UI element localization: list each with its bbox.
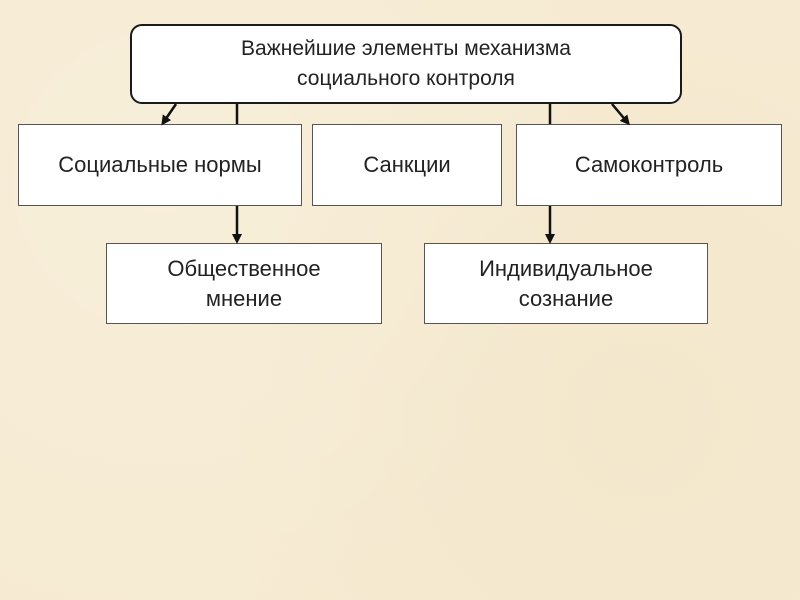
- sanctions-label: Санкции: [363, 152, 451, 177]
- individual-consciousness-box: Индивидуальное сознание: [424, 243, 708, 324]
- arrow-root-to-self-control-side: [611, 103, 630, 126]
- self-control-label: Самоконтроль: [574, 152, 724, 177]
- public-opinion-label: Общественное мнение: [167, 255, 321, 311]
- self-control-box: Самоконтроль: [516, 124, 782, 206]
- root-label: Важнейшие элементы механизма социального…: [241, 37, 571, 90]
- social-norms-box: Социальные нормы: [18, 124, 302, 206]
- social-norms-label: Социальные нормы: [58, 152, 262, 177]
- individual-consciousness-label: Индивидуальное сознание: [479, 255, 653, 311]
- arrow-root-to-social-norms: [161, 103, 178, 126]
- sanctions-box: Санкции: [312, 124, 502, 206]
- public-opinion-box: Общественное мнение: [106, 243, 382, 324]
- root-box: Важнейшие элементы механизма социального…: [130, 24, 682, 104]
